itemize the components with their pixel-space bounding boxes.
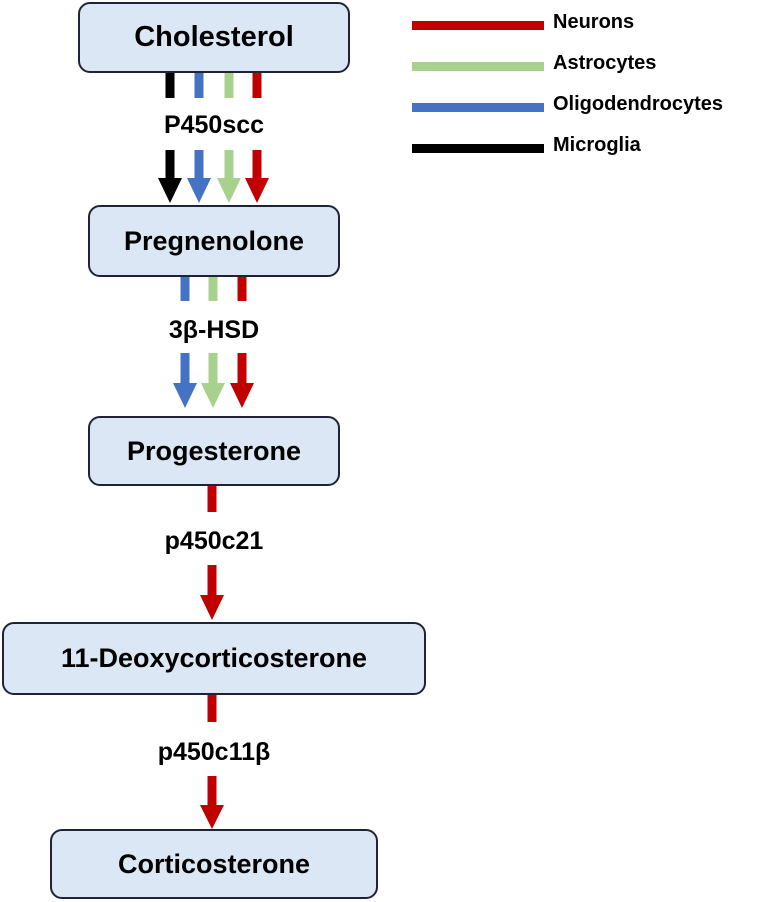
legend-label-neurons: Neurons bbox=[553, 11, 635, 33]
enzyme-label-p450c21: p450c21 bbox=[164, 527, 264, 555]
legend-label-oligodendrocytes: Oligodendrocytes bbox=[553, 93, 724, 115]
step1-astrocytes-arrow-head bbox=[217, 178, 241, 203]
legend-item-astrocytes: Astrocytes bbox=[412, 47, 767, 88]
step2-oligodendrocytes-arrow-head bbox=[173, 383, 197, 408]
node-corticosterone: Corticosterone bbox=[50, 829, 378, 899]
node-cholesterol: Cholesterol bbox=[78, 2, 350, 73]
enzyme-label-3b-hsd: 3β-HSD bbox=[168, 316, 260, 344]
legend: Neurons Astrocytes Oligodendrocytes Micr… bbox=[412, 6, 767, 170]
node-11-deoxycorticosterone: 11-Deoxycorticosterone bbox=[2, 622, 426, 695]
legend-swatch-oligodendrocytes bbox=[412, 103, 544, 112]
enzyme-label-p450scc: P450scc bbox=[163, 111, 265, 139]
legend-label-astrocytes: Astrocytes bbox=[553, 52, 657, 74]
legend-swatch-neurons bbox=[412, 21, 544, 30]
step2-neurons-arrow-head bbox=[230, 383, 254, 408]
enzyme-label-p450c11b: p450c11β bbox=[157, 738, 271, 766]
step1-neurons-arrow-head bbox=[245, 178, 269, 203]
node-pregnenolone: Pregnenolone bbox=[88, 205, 340, 277]
legend-item-oligodendrocytes: Oligodendrocytes bbox=[412, 88, 767, 129]
legend-item-microglia: Microglia bbox=[412, 129, 767, 170]
step2-astrocytes-arrow-head bbox=[201, 383, 225, 408]
legend-item-neurons: Neurons bbox=[412, 6, 767, 47]
node-progesterone: Progesterone bbox=[88, 416, 340, 486]
legend-swatch-astrocytes bbox=[412, 62, 544, 71]
step4-neurons-arrow-head bbox=[200, 805, 224, 829]
step1-microglia-arrow-head bbox=[158, 178, 182, 203]
legend-swatch-microglia bbox=[412, 144, 544, 153]
step3-neurons-arrow-head bbox=[200, 595, 224, 620]
legend-label-microglia: Microglia bbox=[553, 134, 641, 156]
step1-oligodendrocytes-arrow-head bbox=[187, 178, 211, 203]
